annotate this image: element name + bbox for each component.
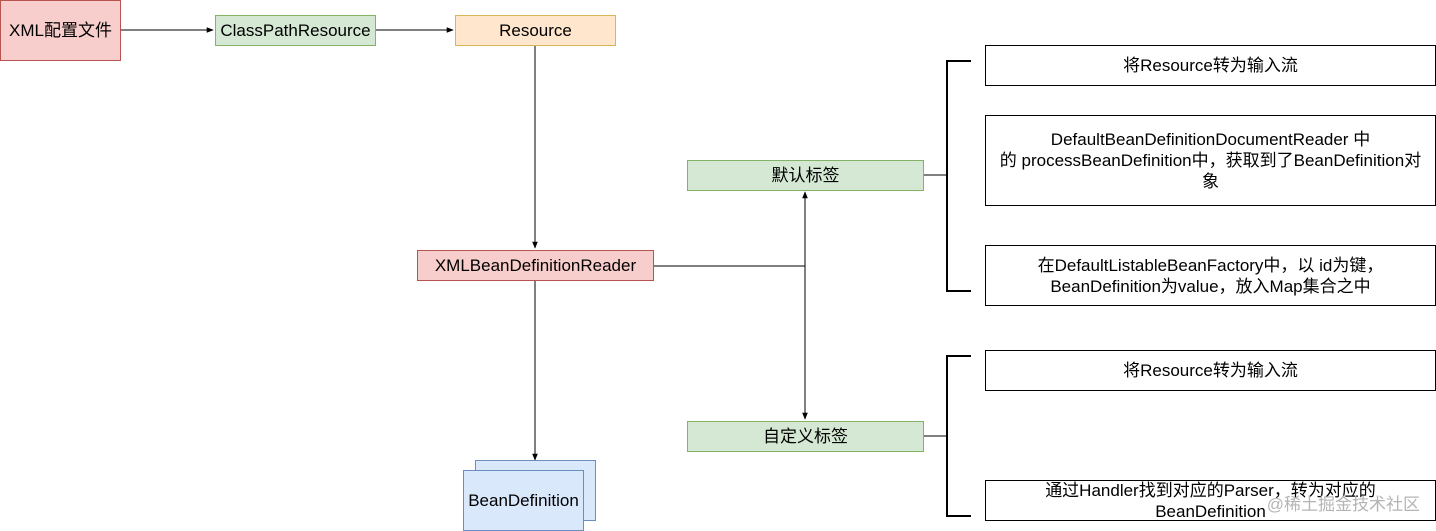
custom-step-handler-parser-label: 通过Handler找到对应的Parser，转为对应的 BeanDefinitio…: [1045, 480, 1376, 521]
node-default-tag-label: 默认标签: [771, 166, 840, 185]
node-bean-definition-label: BeanDefinition: [468, 491, 579, 510]
default-step-register-map: 在DefaultListableBeanFactory中，以 id为键， Bea…: [985, 245, 1436, 306]
node-classpath-resource-label: ClassPathResource: [220, 21, 371, 40]
node-bean-definition: BeanDefinition: [463, 470, 584, 531]
custom-step-input-stream: 将Resource转为输入流: [985, 350, 1436, 391]
node-xml-config: XML配置文件: [0, 0, 121, 61]
node-resource: Resource: [455, 15, 616, 46]
custom-step-handler-parser: 通过Handler找到对应的Parser，转为对应的 BeanDefinitio…: [985, 480, 1436, 521]
bracket-custom-tag: [946, 355, 971, 517]
default-step-input-stream: 将Resource转为输入流: [985, 45, 1436, 86]
bracket-default-tag: [946, 60, 971, 292]
node-xml-bean-definition-reader: XMLBeanDefinitionReader: [417, 250, 654, 281]
default-step-process-bean-definition: DefaultBeanDefinitionDocumentReader 中 的 …: [985, 115, 1436, 206]
default-step-input-stream-label: 将Resource转为输入流: [1123, 56, 1298, 75]
custom-step-input-stream-label: 将Resource转为输入流: [1123, 361, 1298, 380]
node-custom-tag-label: 自定义标签: [763, 427, 848, 446]
node-custom-tag: 自定义标签: [687, 421, 924, 452]
node-xml-config-label: XML配置文件: [9, 21, 112, 40]
node-classpath-resource: ClassPathResource: [215, 15, 376, 46]
default-step-process-bean-definition-label: DefaultBeanDefinitionDocumentReader 中 的 …: [999, 130, 1422, 191]
default-step-register-map-label: 在DefaultListableBeanFactory中，以 id为键， Bea…: [1037, 255, 1384, 296]
node-default-tag: 默认标签: [687, 160, 924, 191]
node-resource-label: Resource: [499, 21, 572, 40]
watermark: @稀土掘金技术社区: [1266, 495, 1420, 514]
node-xml-bean-definition-reader-label: XMLBeanDefinitionReader: [434, 256, 637, 275]
